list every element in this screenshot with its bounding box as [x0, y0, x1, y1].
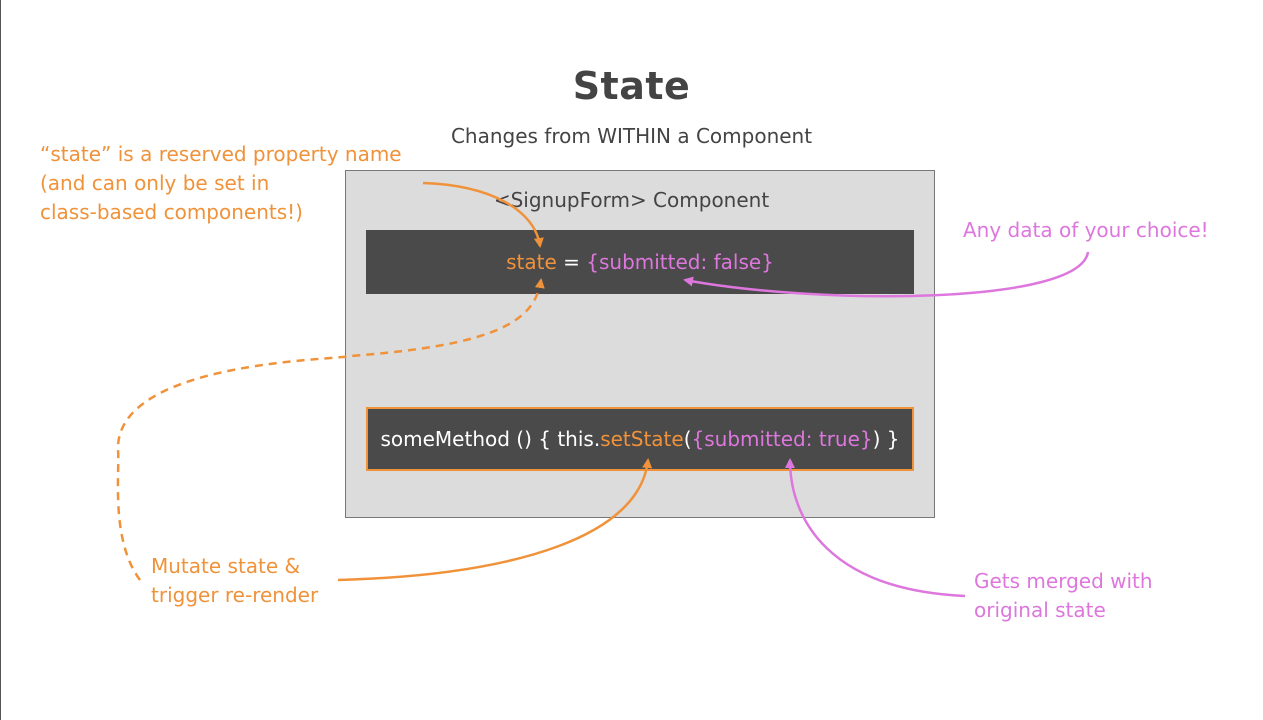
annotation-line: original state — [974, 598, 1106, 622]
annotation-line: (and can only be set in — [40, 171, 270, 195]
state-equals: = — [556, 250, 587, 274]
slide-left-border — [0, 0, 1, 720]
annotation-state-reserved: “state” is a reserved property name (and… — [40, 140, 402, 227]
method-code-bar: someMethod () { this.setState({submitted… — [366, 407, 914, 471]
annotation-line: class-based components!) — [40, 200, 303, 224]
arrow-reserved-to-state — [422, 181, 544, 248]
annotation-line: Mutate state & — [151, 554, 301, 578]
annotation-line: trigger re-render — [151, 583, 319, 607]
slide-title: State — [572, 64, 691, 108]
state-code-bar: state = {submitted: false} — [366, 230, 914, 294]
arrow-anydata-to-value — [683, 251, 1090, 298]
arrow-mutate-to-setstate — [337, 458, 653, 582]
method-call: setState — [600, 427, 684, 451]
component-label: <SignupForm> Component — [493, 188, 770, 212]
state-value: {submitted: false} — [586, 250, 774, 274]
method-suffix: ) } — [872, 427, 900, 451]
annotation-any-data: Any data of your choice! — [963, 218, 1209, 242]
annotation-line: “state” is a reserved property name — [40, 142, 402, 166]
arrow-rerender-dashed — [116, 278, 545, 581]
method-prefix: someMethod () { this. — [380, 427, 601, 451]
annotation-line: Gets merged with — [974, 569, 1153, 593]
arrow-merged-to-argument — [785, 458, 966, 598]
slide-subtitle: Changes from WITHIN a Component — [450, 124, 813, 148]
state-keyword: state — [506, 250, 557, 274]
annotation-merged: Gets merged with original state — [974, 567, 1153, 625]
method-argument: {submitted: true} — [691, 427, 873, 451]
method-open-paren: ( — [683, 427, 692, 451]
annotation-mutate: Mutate state & trigger re-render — [151, 552, 318, 610]
